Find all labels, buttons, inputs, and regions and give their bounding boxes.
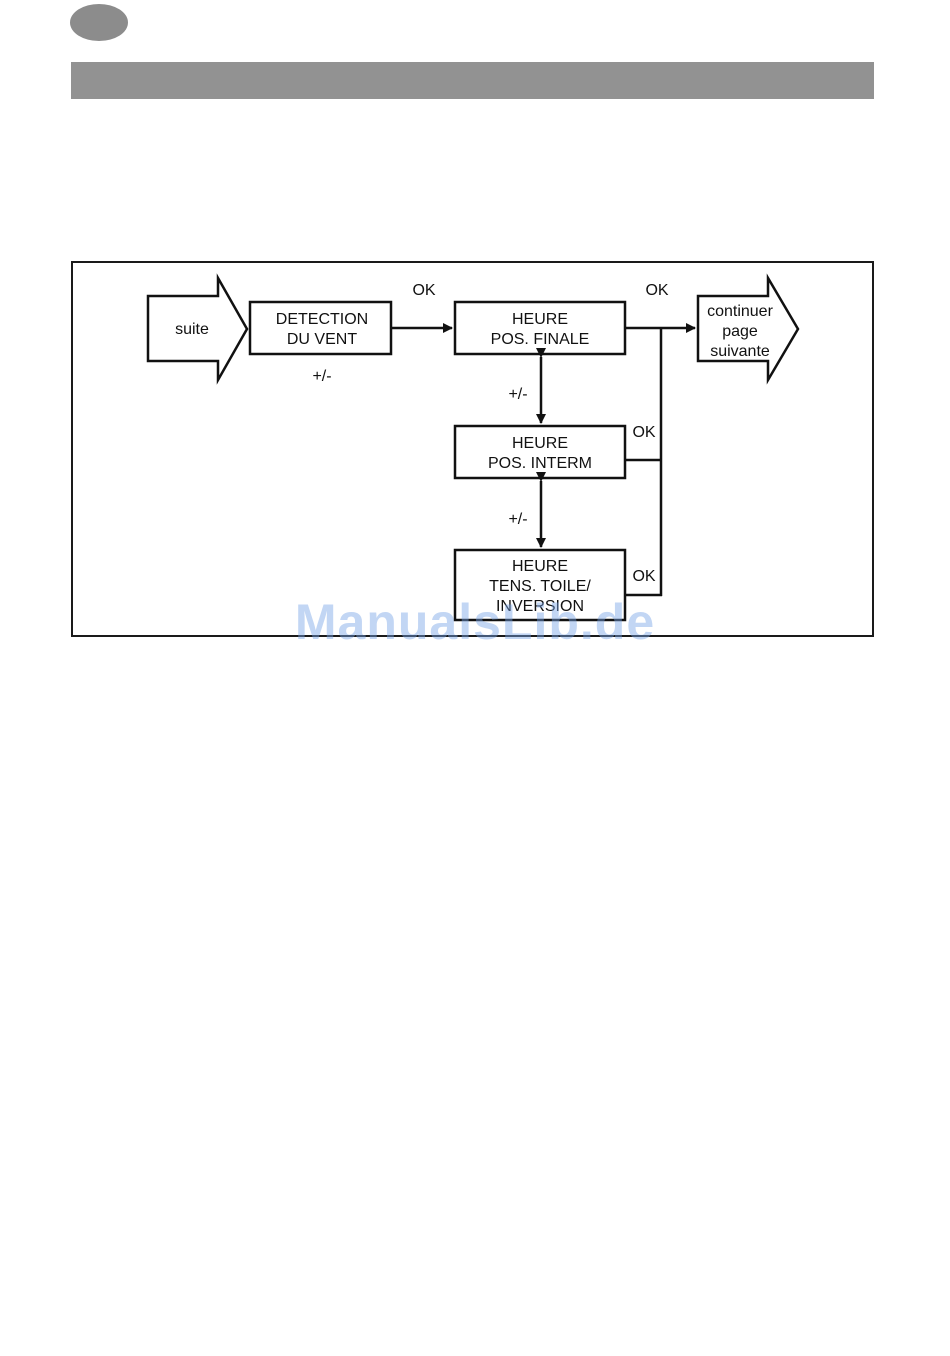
box-pos-interm-line-2: POS. INTERM <box>488 455 592 472</box>
box-pos-finale-line-1: HEURE <box>512 311 568 328</box>
label-ok-tens: OK <box>632 568 655 585</box>
box-pos-finale-line-2: POS. FINALE <box>491 331 590 348</box>
label-ok-interm: OK <box>632 424 655 441</box>
box-detection-vent-line-2: DU VENT <box>287 331 357 348</box>
label-ok-to-next: OK <box>645 282 668 299</box>
box-pos-interm-line-1: HEURE <box>512 435 568 452</box>
label-plusminus-interm-tens: +/- <box>508 511 527 528</box>
end-arrow-line-1: continuer <box>707 303 773 320</box>
label-plusminus-finale-interm: +/- <box>508 386 527 403</box>
box-tens-toile-line-2: TENS. TOILE/ <box>489 578 591 595</box>
box-detection-vent-line-1: DETECTION <box>276 311 368 328</box>
end-arrow-line-3: suivante <box>710 343 770 360</box>
end-arrow-line-2: page <box>722 323 758 340</box>
label-ok-to-finale: OK <box>412 282 435 299</box>
box-tens-toile-line-1: HEURE <box>512 558 568 575</box>
label-plusminus-detection: +/- <box>312 368 331 385</box>
start-arrow-label: suite <box>175 321 209 338</box>
box-tens-toile-line-3: INVERSION <box>496 598 584 615</box>
